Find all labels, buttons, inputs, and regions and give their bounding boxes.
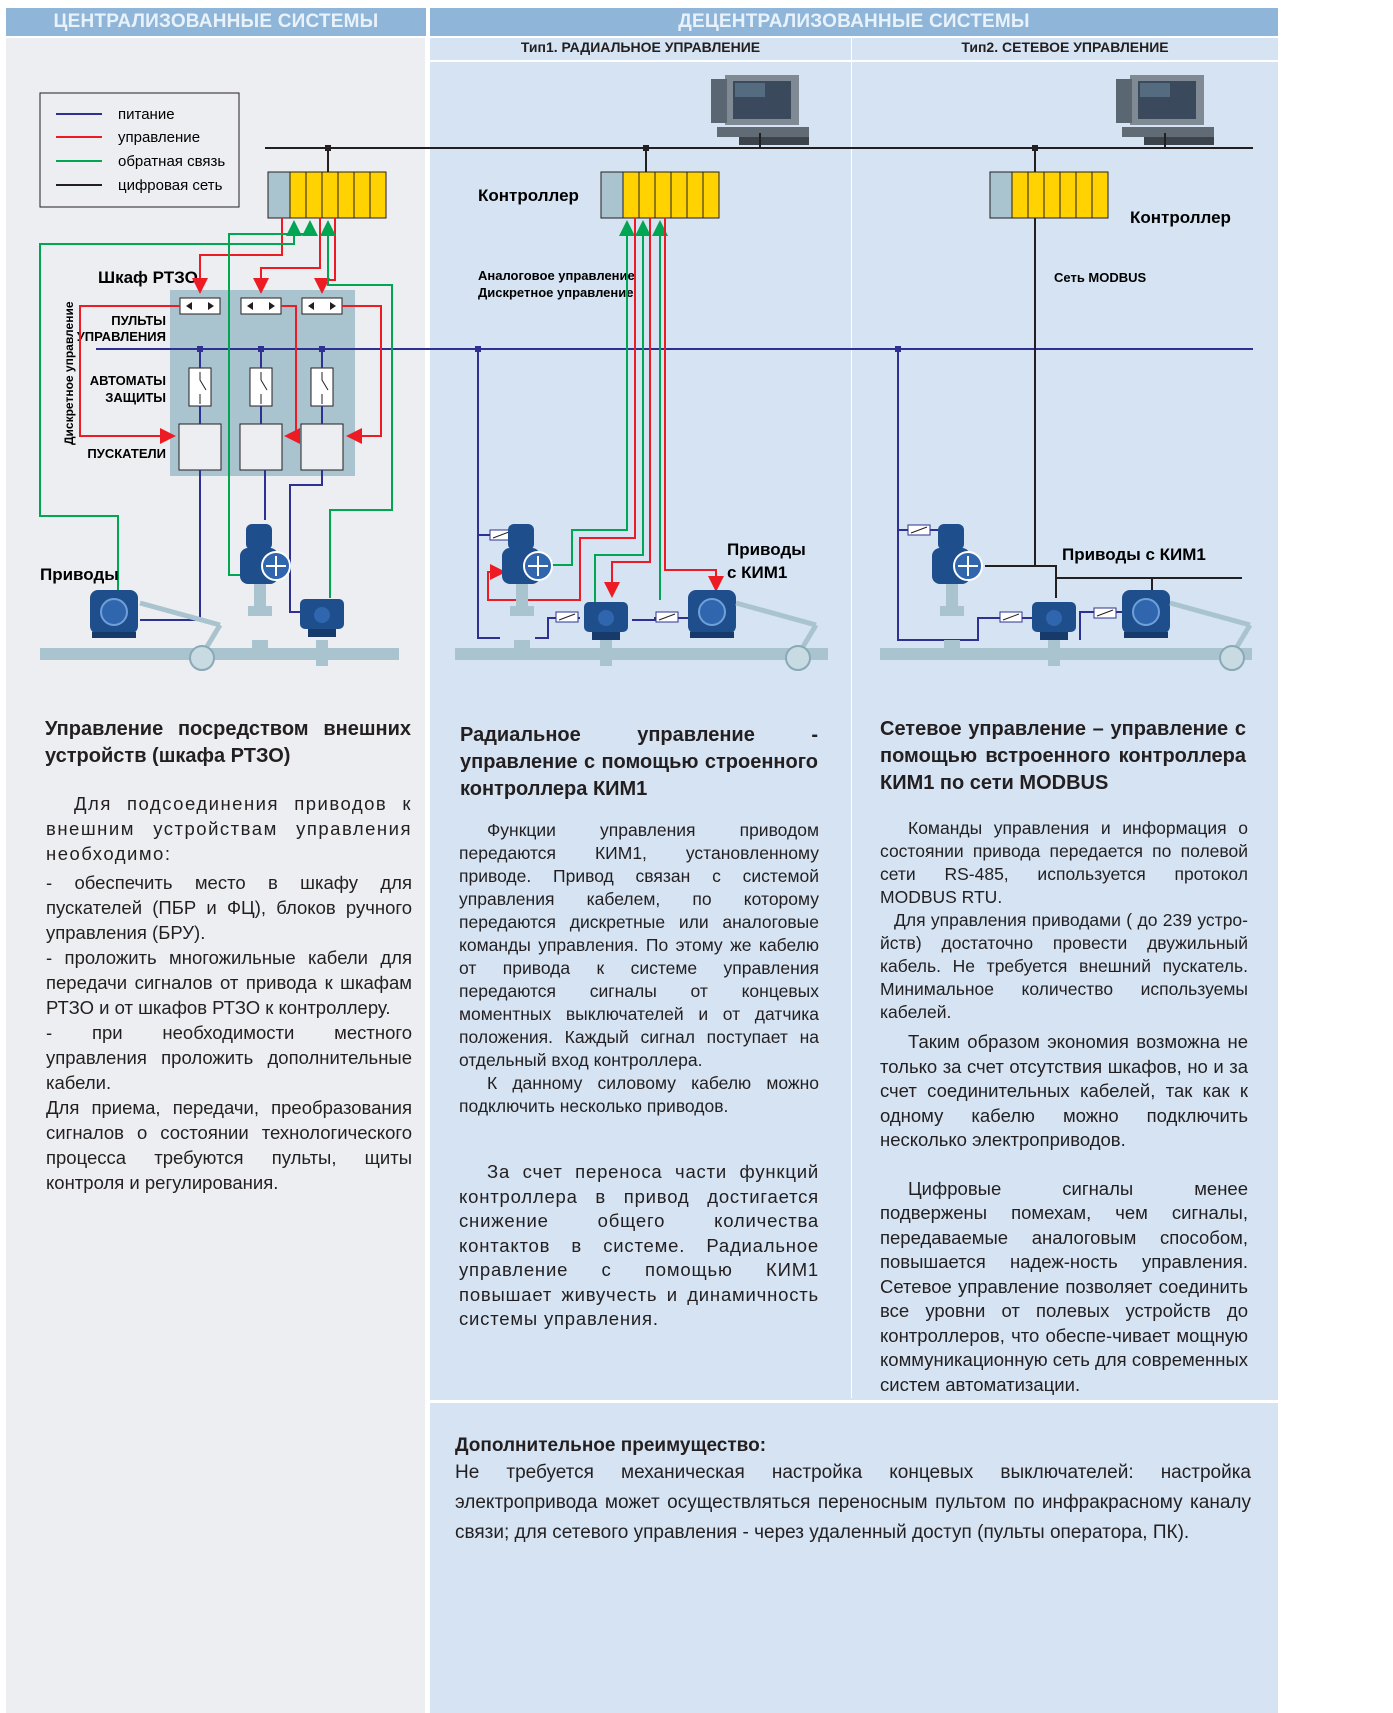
col3-p1: Команды управления и информация о состоя… bbox=[880, 818, 1248, 907]
controller-radial bbox=[600, 171, 720, 219]
col1-p1: Для подсоединения приводов к внешним уст… bbox=[46, 793, 412, 864]
pipe-centralized bbox=[40, 648, 399, 660]
decentralized-panel bbox=[430, 38, 1278, 1713]
legend-box bbox=[39, 92, 240, 208]
label-drives-kim-1b: с КИМ1 bbox=[727, 563, 787, 582]
drive-valve-3 bbox=[931, 523, 983, 655]
pipe-network bbox=[880, 648, 1252, 660]
control-systems-diagram: питание управление обратная связь цифров… bbox=[39, 75, 1253, 700]
col1-p5: Для приема, передачи, преобразования сиг… bbox=[46, 1097, 412, 1193]
col1-heading: Управление посредством внешних устройств… bbox=[45, 718, 411, 767]
column-divider bbox=[851, 38, 852, 1398]
legend-control: управление bbox=[118, 129, 200, 146]
label-drives-kim-1a: Приводы bbox=[727, 540, 806, 559]
controller-network bbox=[989, 171, 1109, 219]
label-analog: Аналоговое управление bbox=[478, 268, 635, 283]
drive-small-2 bbox=[584, 602, 628, 640]
legend-power: питание bbox=[118, 106, 175, 123]
col2-body: Функции управления приводом передаются К… bbox=[459, 819, 819, 1332]
legend-feedback: обратная связь bbox=[118, 153, 225, 170]
drive-small-1 bbox=[300, 599, 344, 637]
label-controller-1: Контроллер bbox=[478, 186, 579, 205]
pipe-radial bbox=[455, 648, 828, 660]
label-breakers-2: ЗАЩИТЫ bbox=[105, 390, 166, 405]
col2-p1: Функции управления приводом передаются К… bbox=[459, 820, 819, 1070]
label-drives: Приводы bbox=[40, 565, 119, 584]
advantage-divider bbox=[430, 1400, 1278, 1403]
header-decentralized: ДЕЦЕНТРАЛИЗОВАННЫЕ СИСТЕМЫ bbox=[430, 8, 1278, 36]
col3-p3: Таким образом экономия возможна не тольк… bbox=[880, 1031, 1248, 1150]
drive-motor-1 bbox=[89, 589, 139, 639]
col3-heading: Сетевое управление – управление с помощь… bbox=[880, 718, 1246, 794]
label-panels-1: ПУЛЬТЫ bbox=[111, 313, 166, 328]
drive-small-3 bbox=[1032, 602, 1076, 640]
col3-p4: Цифровые сигналы менее подвержены помеха… bbox=[880, 1177, 1248, 1395]
label-modbus: Сеть MODBUS bbox=[1054, 270, 1147, 285]
label-cabinet: Шкаф РТЗО bbox=[98, 268, 198, 287]
subheader-type2: Тип2. СЕТЕВОЕ УПРАВЛЕНИЕ bbox=[961, 39, 1169, 55]
advantage-text: Не требуется механическая настройка конц… bbox=[455, 1462, 1251, 1543]
header-centralized: ЦЕНТРАЛИЗОВАННЫЕ СИСТЕМЫ bbox=[6, 8, 426, 36]
label-controller-2: Контроллер bbox=[1130, 208, 1231, 227]
label-starters: ПУСКАТЕЛИ bbox=[87, 446, 166, 461]
col3-body: Команды управления и информация о состоя… bbox=[880, 817, 1248, 1397]
col3-p2: Для управления приводами ( до 239 устро-… bbox=[880, 910, 1248, 1022]
col1-p3: - проложить многожильные кабели для пере… bbox=[46, 947, 412, 1018]
label-drives-kim-2: Приводы с КИМ1 bbox=[1062, 545, 1206, 564]
label-discrete-vertical: Дискретное управление bbox=[62, 301, 76, 445]
drive-motor-3 bbox=[1121, 589, 1171, 639]
label-panels-2: УПРАВЛЕНИЯ bbox=[77, 329, 166, 344]
drive-valve-1 bbox=[239, 523, 291, 655]
subheader-type1: Тип1. РАДИАЛЬНОЕ УПРАВЛЕНИЕ bbox=[520, 39, 761, 55]
col2-p3: За счет переноса части функций контролле… bbox=[459, 1161, 819, 1329]
col1-p2: - обеспечить место в шкафу для пускателе… bbox=[46, 872, 412, 943]
advantage-title: Дополнительное преимущество: bbox=[455, 1435, 767, 1456]
subheader-divider bbox=[430, 60, 1278, 62]
col2-p2: К данному силовому кабелю можно подключи… bbox=[459, 1073, 819, 1116]
col1-body: Для подсоединения приводов к внешним уст… bbox=[46, 791, 412, 1195]
col1-p4: - при необходимости местного управления … bbox=[46, 1022, 412, 1093]
col2-heading: Радиальное управление - управление с пом… bbox=[460, 724, 818, 800]
label-discrete: Дискретное управление bbox=[478, 285, 633, 300]
label-breakers-1: АВТОМАТЫ bbox=[90, 373, 166, 388]
controller-centralized bbox=[267, 171, 387, 219]
drive-motor-2 bbox=[687, 589, 737, 639]
legend-network: цифровая сеть bbox=[118, 177, 223, 194]
drive-valve-2 bbox=[501, 523, 553, 655]
